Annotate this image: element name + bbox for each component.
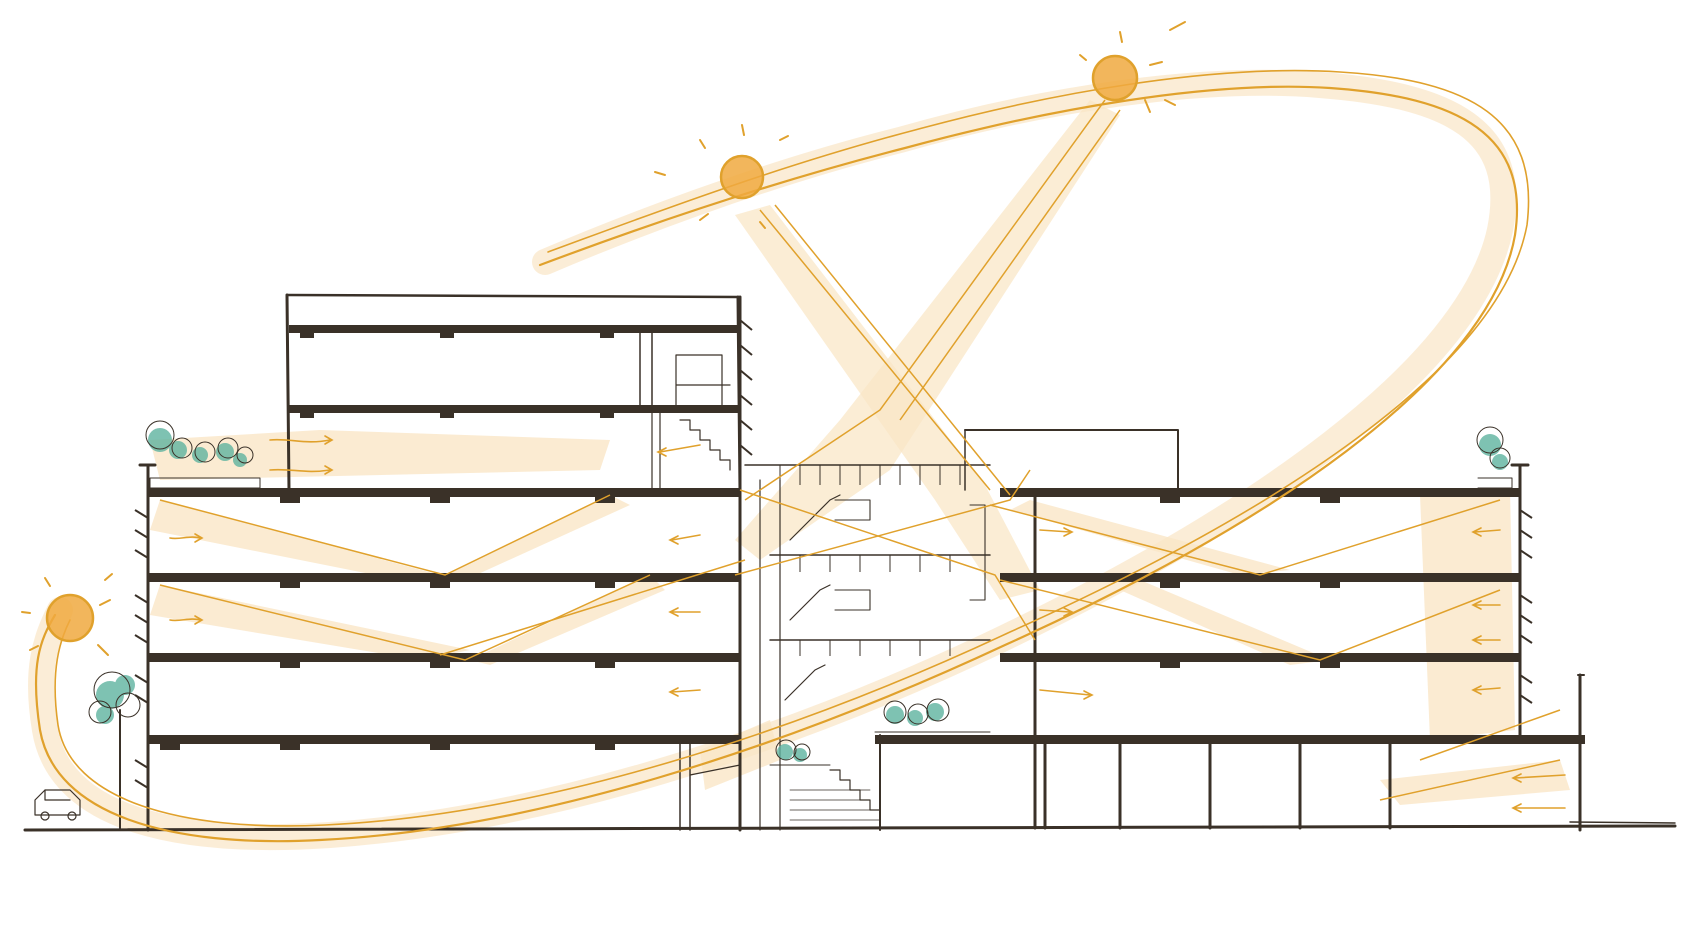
atrium-planting <box>769 698 991 766</box>
ground-line-secondary <box>1569 821 1676 824</box>
light-ray-high <box>735 100 1120 560</box>
sun-mid <box>654 124 789 229</box>
ground-floor-columns <box>1033 742 1392 830</box>
parked-car <box>34 789 81 821</box>
sun-path-orbit <box>34 69 1530 843</box>
main-block <box>134 295 742 832</box>
rooftop-planting <box>145 420 1513 489</box>
sun-low-left <box>21 573 113 656</box>
ray-edges <box>159 99 1561 801</box>
atrium-stair-core <box>744 464 991 831</box>
sun-high <box>1079 21 1186 113</box>
right-wing <box>875 429 1585 832</box>
building-section <box>134 293 1585 832</box>
ground-line <box>23 824 1677 832</box>
light-ray-mid <box>735 205 1040 600</box>
ventilation-arrows <box>169 435 1566 813</box>
sun-path-wash <box>28 69 1517 851</box>
street-tree <box>88 671 141 831</box>
